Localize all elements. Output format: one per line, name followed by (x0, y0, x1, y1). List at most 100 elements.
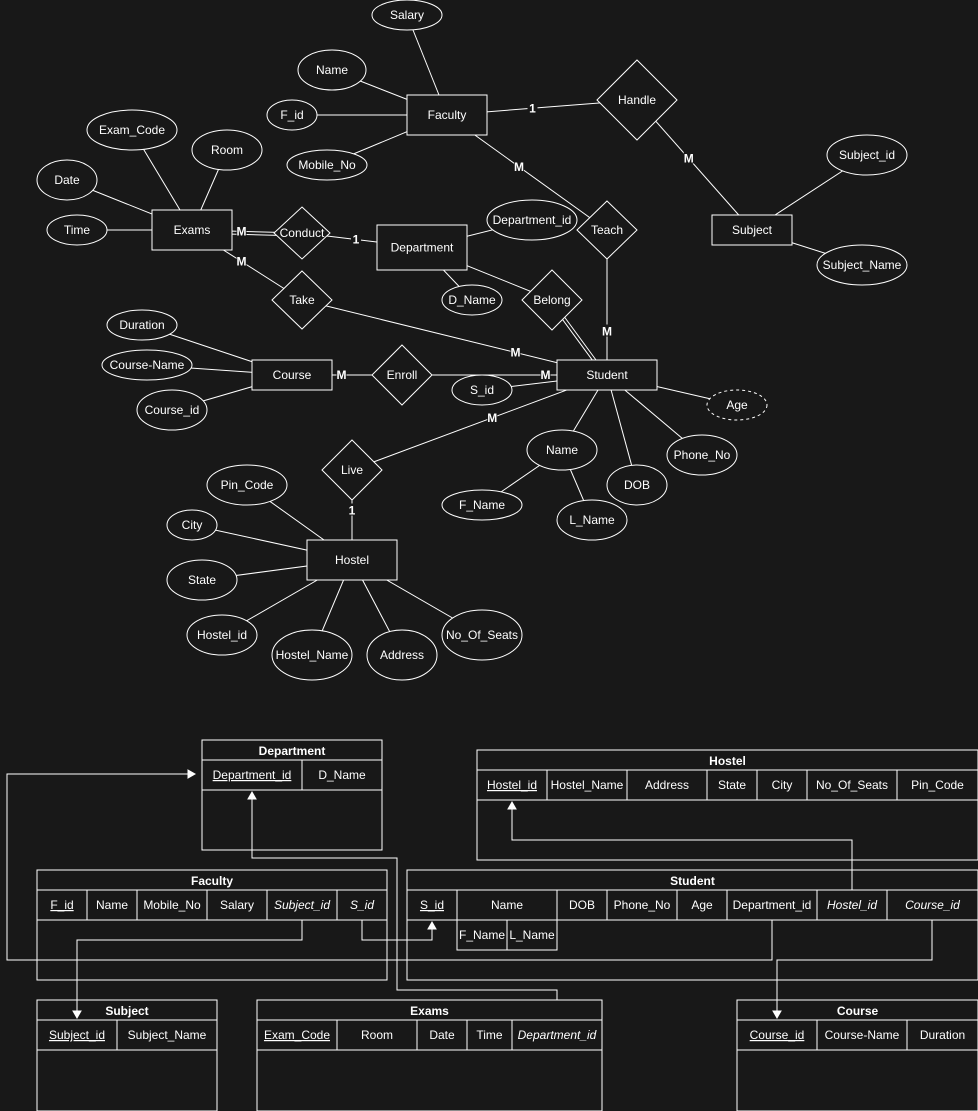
attribute-room[interactable]: Room (191, 129, 263, 171)
attribute-label: DOB (624, 478, 650, 492)
attribute-subject_id[interactable]: Subject_id (826, 134, 908, 176)
relationship-enroll[interactable]: Enroll (371, 344, 433, 406)
attribute-label: Subject_Name (823, 258, 902, 272)
entity-label: Faculty (428, 108, 467, 122)
column-department_id: Department_id (733, 898, 812, 912)
attribute-salary[interactable]: Salary (371, 0, 443, 31)
attribute-stu_name[interactable]: Name (526, 429, 598, 471)
entity-label: Exams (174, 223, 211, 237)
attribute-phone_no[interactable]: Phone_No (666, 434, 738, 476)
attribute-label: Phone_No (674, 448, 731, 462)
attribute-d_name[interactable]: D_Name (441, 284, 503, 316)
attribute-label: Room (211, 143, 243, 157)
column-subject_name: Subject_Name (128, 1028, 207, 1042)
attribute-no_of_seats[interactable]: No_Of_Seats (441, 609, 523, 661)
column-date: Date (429, 1028, 455, 1042)
sub-column-f_name: F_Name (459, 928, 505, 942)
attribute-label: Hostel_Name (276, 648, 349, 662)
column-d_name: D_Name (318, 768, 366, 782)
attribute-duration[interactable]: Duration (106, 309, 178, 341)
attribute-address[interactable]: Address (366, 629, 438, 681)
relationship-belong[interactable]: Belong (521, 269, 583, 331)
column-hostel_name: Hostel_Name (551, 778, 624, 792)
attribute-f_name[interactable]: F_Name (441, 489, 523, 521)
entity-subject[interactable]: Subject (711, 214, 793, 246)
attribute-hostel_name[interactable]: Hostel_Name (271, 629, 353, 681)
table-title: Student (670, 874, 715, 888)
column-time: Time (476, 1028, 503, 1042)
entity-department[interactable]: Department (376, 224, 468, 271)
cardinality-label: M (487, 411, 497, 425)
column-mobile_no: Mobile_No (143, 898, 201, 912)
column-address: Address (645, 778, 689, 792)
entity-course[interactable]: Course (251, 359, 333, 391)
attribute-department_id[interactable]: Department_id (486, 199, 578, 241)
er-edge-take-student (301, 299, 608, 376)
cardinality-bg (351, 232, 361, 245)
relationship-handle[interactable]: Handle (596, 59, 678, 141)
column-state: State (718, 778, 746, 792)
relationship-label: Conduct (280, 226, 325, 240)
attribute-mobile_no[interactable]: Mobile_No (286, 149, 368, 181)
relationship-take[interactable]: Take (271, 270, 333, 330)
attribute-exam_code[interactable]: Exam_Code (86, 109, 178, 151)
cardinality-bg (487, 410, 498, 423)
column-dob: DOB (569, 898, 595, 912)
attribute-fac_name[interactable]: Name (297, 49, 367, 91)
attribute-time[interactable]: Time (46, 214, 108, 246)
entity-label: Student (586, 368, 628, 382)
relationship-teach[interactable]: Teach (576, 200, 638, 260)
entity-student[interactable]: Student (556, 359, 658, 391)
relationship-live[interactable]: Live (321, 439, 383, 501)
attribute-hostel_id[interactable]: Hostel_id (186, 614, 258, 656)
column-department_id: Department_id (213, 768, 292, 782)
entity-faculty[interactable]: Faculty (406, 94, 488, 136)
sub-column-l_name: L_Name (509, 928, 555, 942)
attribute-city[interactable]: City (166, 509, 218, 541)
column-room: Room (361, 1028, 393, 1042)
attribute-label: Subject_id (839, 148, 895, 162)
cardinality-bg (540, 368, 551, 380)
attribute-label: D_Name (448, 293, 496, 307)
attribute-label: Salary (390, 8, 424, 22)
entity-hostel[interactable]: Hostel (306, 539, 398, 581)
column-department_id: Department_id (518, 1028, 597, 1042)
cardinality-label: M (237, 255, 247, 269)
attribute-course_id[interactable]: Course_id (136, 389, 208, 431)
cardinality-bg (683, 151, 694, 164)
attribute-subject_name[interactable]: Subject_Name (816, 244, 908, 286)
relationship-label: Teach (591, 223, 623, 237)
cardinality-label: M (602, 325, 612, 339)
attribute-f_id[interactable]: F_id (266, 99, 318, 131)
cardinality-bg (347, 503, 357, 516)
entity-exams[interactable]: Exams (151, 209, 233, 251)
attribute-state[interactable]: State (166, 559, 238, 601)
attribute-label: Address (380, 648, 424, 662)
attribute-age[interactable]: Age (706, 389, 768, 421)
column-course_id: Course_id (750, 1028, 805, 1042)
cardinality-bg (236, 224, 247, 237)
attribute-pin_code[interactable]: Pin_Code (206, 464, 288, 506)
attribute-s_id[interactable]: S_id (451, 374, 513, 406)
attribute-course_name[interactable]: Course-Name (101, 349, 193, 381)
fk-reference-faculty-s_id (361, 920, 437, 941)
attribute-date[interactable]: Date (36, 159, 98, 201)
cardinality-label: M (541, 368, 551, 382)
entity-label: Course (273, 368, 312, 382)
attribute-label: F_Name (459, 498, 505, 512)
table-title: Hostel (709, 754, 746, 768)
relationship-label: Enroll (387, 368, 418, 382)
column-pin_code: Pin_Code (911, 778, 964, 792)
attribute-dob[interactable]: DOB (606, 464, 668, 506)
attribute-label: Date (54, 173, 80, 187)
relationship-conduct[interactable]: Conduct (273, 206, 331, 260)
attribute-l_name[interactable]: L_Name (556, 499, 628, 541)
